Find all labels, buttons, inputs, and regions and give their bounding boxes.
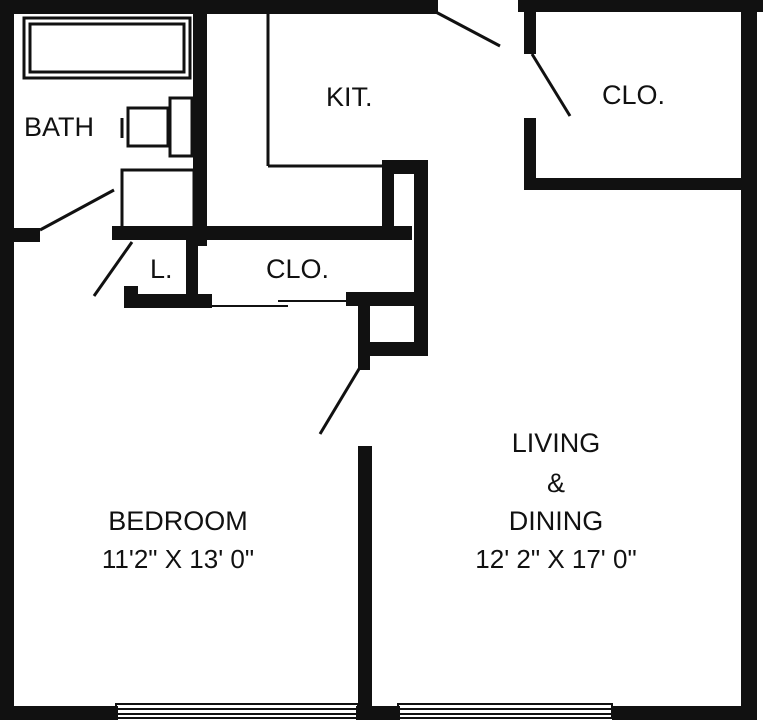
wall-closet-left-bottom: [524, 118, 536, 190]
door-closet-top: [530, 53, 572, 117]
linen-label: L.: [150, 254, 173, 284]
wall-bottom-right: [612, 706, 757, 720]
room-labels: BATH KIT. CLO. L. CLO. LIVING & DINING 1…: [24, 80, 665, 574]
interior-walls: [0, 10, 746, 708]
kitchen-label: KIT.: [326, 82, 373, 112]
wall-closet-bottom-top: [524, 178, 746, 190]
doors: [39, 8, 572, 435]
wall-bedroom-living: [358, 446, 372, 708]
wall-block-left: [358, 300, 370, 370]
bedroom-label: BEDROOM: [108, 506, 248, 536]
wall-linen-divider: [186, 234, 198, 304]
bathtub: [22, 16, 192, 80]
closet-hall-label: CLO.: [266, 254, 329, 284]
wall-bottom-left: [0, 706, 118, 720]
sink-vanity: [120, 168, 196, 230]
kitchen-pillar-left: [382, 160, 394, 240]
wall-bath-kitchen: [193, 12, 207, 246]
wall-right: [741, 0, 757, 720]
wall-bottom-mid: [356, 706, 400, 720]
bath-label: BATH: [24, 112, 94, 142]
wall-linen-bottom: [124, 294, 212, 308]
wall-bath-bottom: [0, 228, 40, 242]
door-linen: [92, 241, 134, 297]
living-dimensions: 12' 2" X 17' 0": [475, 544, 636, 574]
door-entry: [431, 8, 501, 48]
living-label-line1: LIVING: [512, 428, 601, 458]
wall-top-left: [0, 0, 438, 14]
door-bedroom: [318, 363, 364, 435]
closet-top-label: CLO.: [602, 80, 665, 110]
living-label-line3: DINING: [509, 506, 604, 536]
wall-left: [0, 0, 14, 720]
window-bedroom: [115, 703, 359, 719]
toilet: [126, 106, 170, 148]
kitchen-pillar-right: [414, 160, 428, 356]
wall-block-bottom: [358, 342, 428, 356]
linen-post: [124, 286, 138, 308]
bath-fixtures: [22, 16, 196, 230]
window-living: [397, 703, 613, 719]
wall-closet-left-top: [524, 10, 536, 54]
door-bath: [39, 188, 115, 232]
living-label-line2: &: [547, 468, 565, 498]
windows: [115, 703, 613, 719]
wall-top-right: [518, 0, 763, 12]
bedroom-dimensions: 11'2" X 13' 0": [102, 544, 254, 574]
